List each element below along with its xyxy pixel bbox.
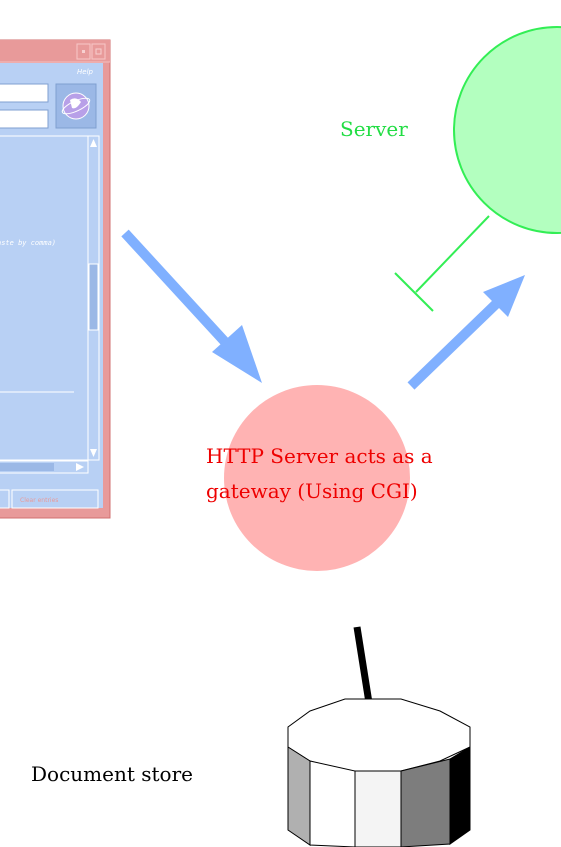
gateway-label-line2: gateway (Using CGI) (206, 479, 418, 503)
server-node: Server (340, 26, 561, 312)
store-face-4 (400, 758, 451, 847)
arrowhead-up-icon (483, 275, 525, 317)
arrow-browser-to-gateway (121, 229, 262, 383)
horizontal-scroll-thumb[interactable] (0, 463, 54, 471)
globe-logo-icon (61, 92, 91, 120)
status-text: aste by comma) (0, 239, 56, 247)
menu-bar (0, 63, 103, 78)
server-connector (415, 215, 490, 293)
help-menu[interactable]: Help (77, 68, 94, 76)
arrowhead-down-icon (212, 325, 262, 383)
close-button[interactable] (91, 43, 106, 60)
store-face-2 (309, 760, 356, 847)
close-icon (95, 48, 102, 55)
clear-entries-label: Clear entries (20, 497, 58, 504)
scroll-up-arrow-icon[interactable] (90, 139, 97, 147)
store-face-5 (449, 746, 471, 845)
store-face-3 (354, 770, 402, 847)
url-field[interactable] (0, 83, 49, 103)
browser-window: Help aste by comma) Clear entries (0, 39, 111, 519)
arrow-gateway-to-server (407, 275, 525, 390)
search-field[interactable] (0, 109, 49, 129)
scroll-thumb[interactable] (88, 263, 99, 331)
server-connector-endcap (394, 272, 434, 312)
server-label: Server (340, 117, 408, 141)
store-top (287, 698, 471, 772)
scroll-right-arrow-icon[interactable] (76, 463, 84, 471)
minimize-icon (82, 50, 85, 53)
server-circle (453, 26, 561, 234)
store-face-1 (287, 746, 311, 846)
gateway-node: HTTP Server acts as a gateway (Using CGI… (206, 385, 433, 748)
clear-entries-button[interactable] (11, 489, 99, 509)
document-store-label: Document store (31, 762, 193, 786)
content-area (0, 135, 89, 461)
gateway-label-line1: HTTP Server acts as a (206, 444, 433, 468)
document-store-icon: Document store (31, 698, 471, 847)
bottom-button-left[interactable] (0, 489, 10, 509)
scroll-down-arrow-icon[interactable] (90, 449, 97, 457)
gateway-circle (224, 385, 410, 571)
